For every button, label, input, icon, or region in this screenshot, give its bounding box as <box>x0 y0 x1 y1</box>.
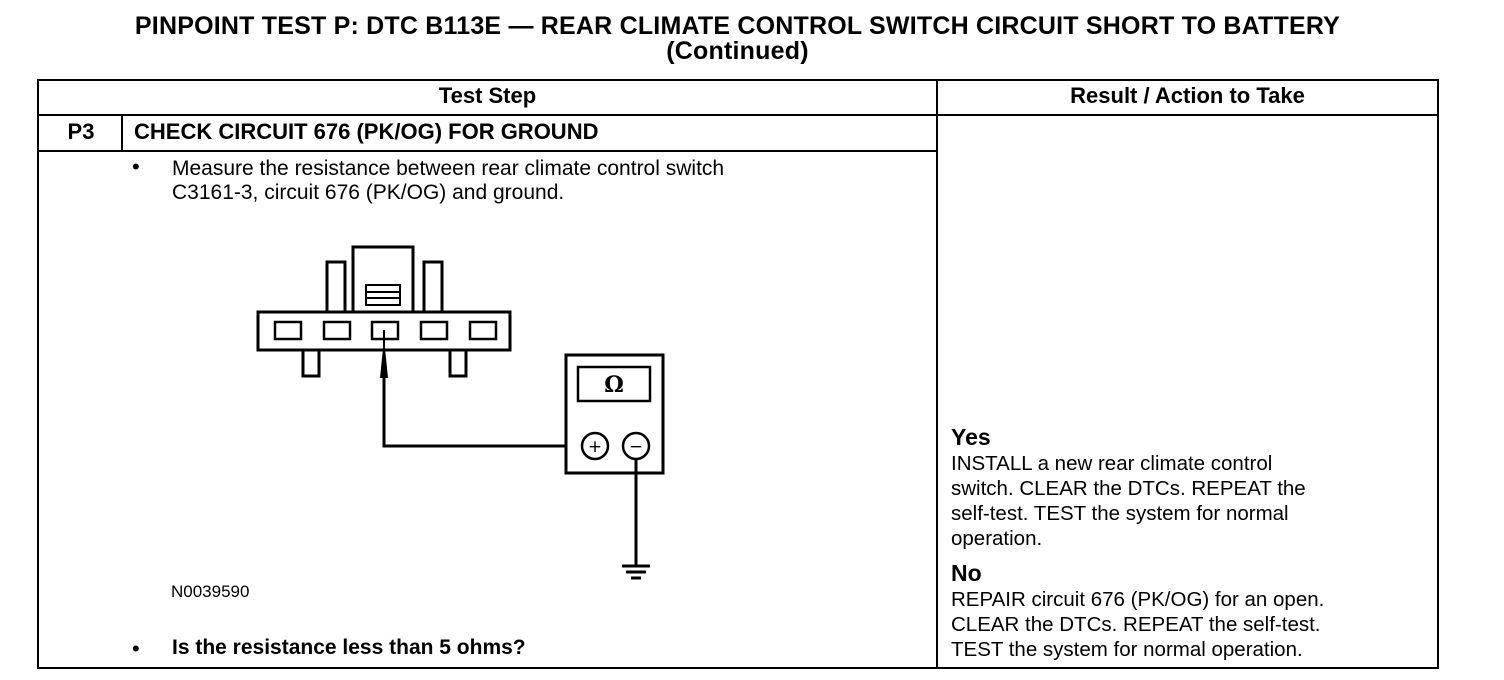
step-title: CHECK CIRCUIT 676 (PK/OG) FOR GROUND <box>134 119 599 144</box>
result-no-label: No <box>951 560 982 586</box>
result-yes-label: Yes <box>951 424 991 450</box>
probe-lead-wire <box>382 372 582 448</box>
page-title: PINPOINT TEST P: DTC B113E — REAR CLIMAT… <box>0 14 1475 64</box>
connector-latch-clip <box>365 284 401 306</box>
connector-cavity-2 <box>322 320 352 341</box>
no-line-2: CLEAR the DTCs. REPEAT the self-test. <box>951 613 1321 636</box>
instruction-line-2: C3161-3, circuit 676 (PK/OG) and ground. <box>172 181 565 204</box>
ohm-symbol: Ω <box>604 372 624 398</box>
yes-line-2: switch. CLEAR the DTCs. REPEAT the <box>951 477 1306 500</box>
yes-line-3: self-test. TEST the system for normal <box>951 502 1289 525</box>
plus-symbol: + <box>588 437 602 457</box>
connector-cavity-5 <box>468 320 498 341</box>
instruction-line-1: Measure the resistance between rear clim… <box>172 157 725 180</box>
step-number-divider <box>121 114 123 151</box>
connector-cavity-4 <box>419 320 449 341</box>
probe-tip <box>380 338 388 378</box>
step-number: P3 <box>67 119 95 144</box>
instruction-text: Measure the resistance between rear clim… <box>172 157 724 205</box>
minus-symbol: − <box>629 437 643 457</box>
header-divider <box>37 114 1439 116</box>
connector-tab-right <box>422 260 444 314</box>
yes-line-4: operation. <box>951 527 1043 550</box>
result-no-action: REPAIR circuit 676 (PK/OG) for an open. … <box>951 587 1431 662</box>
connector-tab-left <box>325 260 347 314</box>
plus-terminal <box>580 431 610 461</box>
test-table <box>37 79 1439 669</box>
column-divider <box>936 79 938 669</box>
title-line-1: PINPOINT TEST P: DTC B113E — REAR CLIMAT… <box>134 12 1341 40</box>
no-line-3: TEST the system for normal operation. <box>951 638 1303 661</box>
result-yes-action: INSTALL a new rear climate control switc… <box>951 451 1431 551</box>
header-result-action: Result / Action to Take <box>1070 83 1305 108</box>
connector-foot-left <box>301 348 321 378</box>
connector-latch <box>351 245 415 315</box>
header-test-step: Test Step <box>438 83 537 108</box>
question-text: Is the resistance less than 5 ohms? <box>172 636 526 659</box>
no-line-1: REPAIR circuit 676 (PK/OG) for an open. <box>951 588 1325 611</box>
connector-foot-right <box>448 348 468 378</box>
title-line-2: (Continued) <box>666 37 809 65</box>
instruction-bullet: • <box>132 154 140 179</box>
ohmmeter-display <box>576 365 652 403</box>
step-title-divider <box>37 150 937 152</box>
figure-id: N0039590 <box>171 582 250 601</box>
question-bullet: • <box>132 636 140 661</box>
yes-line-1: INSTALL a new rear climate control <box>951 452 1273 475</box>
connector-cavity-1 <box>273 320 303 341</box>
